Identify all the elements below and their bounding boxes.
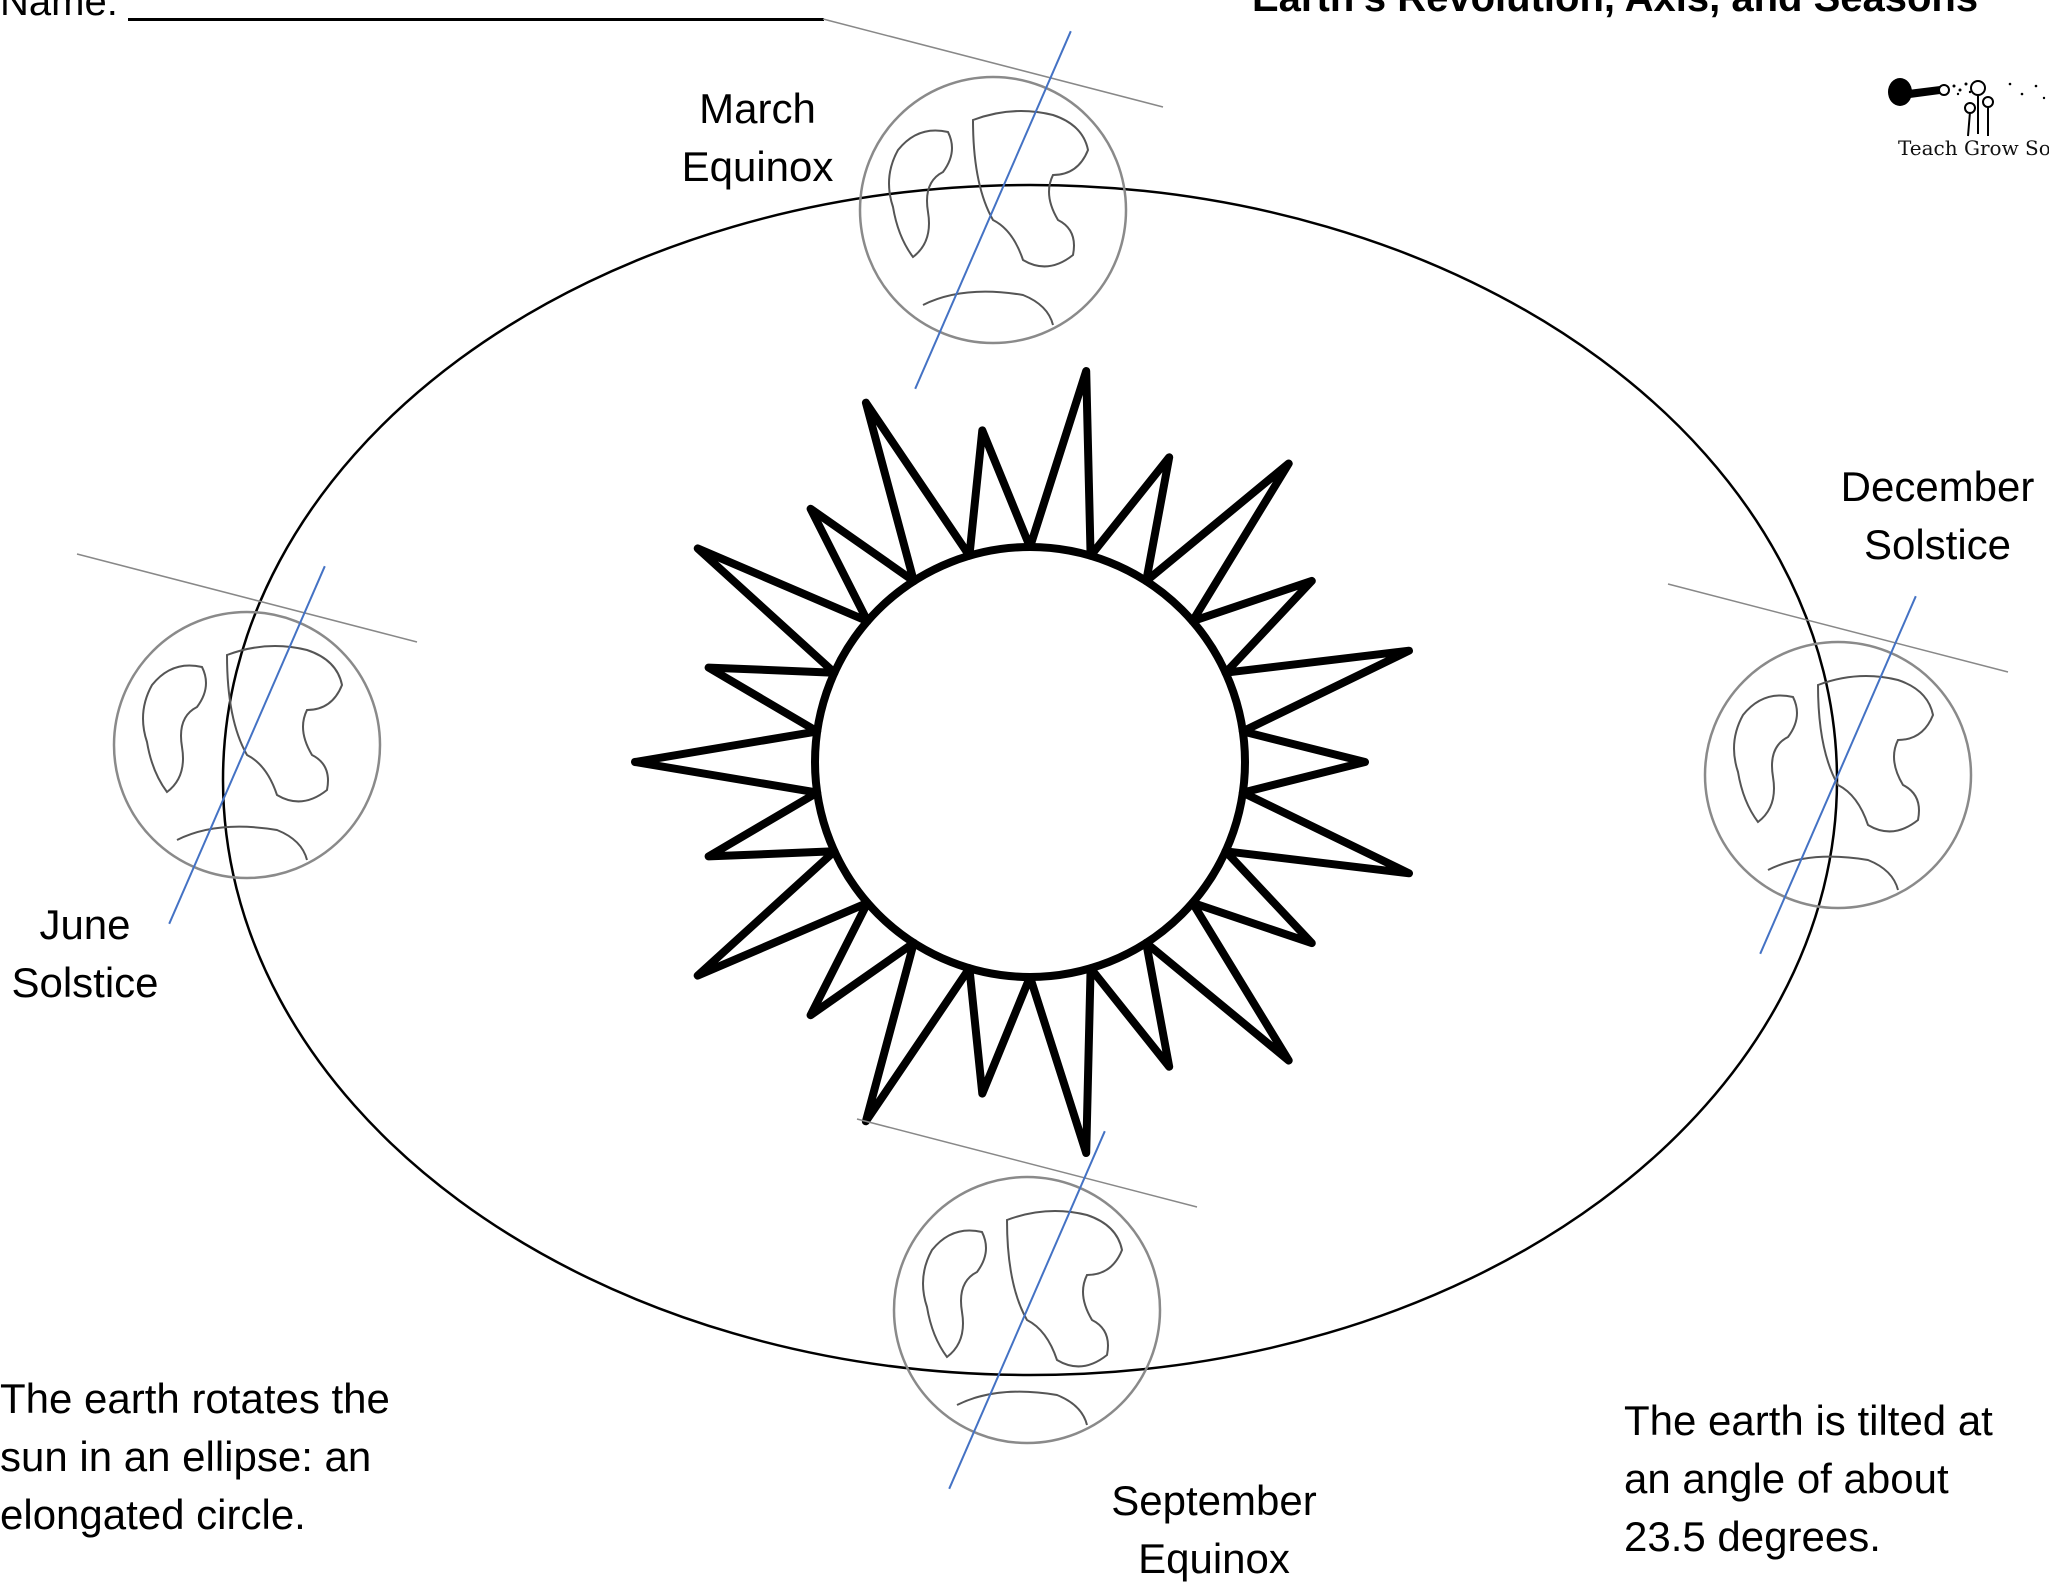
sun-rays xyxy=(635,371,1409,1153)
september-equinox-globe-icon xyxy=(857,1119,1197,1489)
december-solstice-label: December Solstice xyxy=(1830,458,2045,574)
earth-axis-line xyxy=(1760,596,1916,954)
march-equinox-label: March Equinox xyxy=(670,80,845,196)
june-solstice-globe-icon xyxy=(77,554,417,924)
march-equinox-globe-icon xyxy=(823,19,1163,389)
september-equinox-label: September Equinox xyxy=(1098,1472,1330,1588)
june-solstice-label: June Solstice xyxy=(0,896,170,1012)
sun-core xyxy=(815,547,1245,977)
tilt-note: The earth is tilted at an angle of about… xyxy=(1624,1392,1993,1566)
earth-axis-line xyxy=(949,1131,1105,1489)
ellipse-note: The earth rotates the sun in an ellipse:… xyxy=(0,1370,390,1544)
sun-icon xyxy=(635,371,1409,1153)
earth-axis-line xyxy=(169,566,325,924)
orbit-ellipse xyxy=(223,185,1837,1375)
earth-axis-line xyxy=(915,31,1071,389)
